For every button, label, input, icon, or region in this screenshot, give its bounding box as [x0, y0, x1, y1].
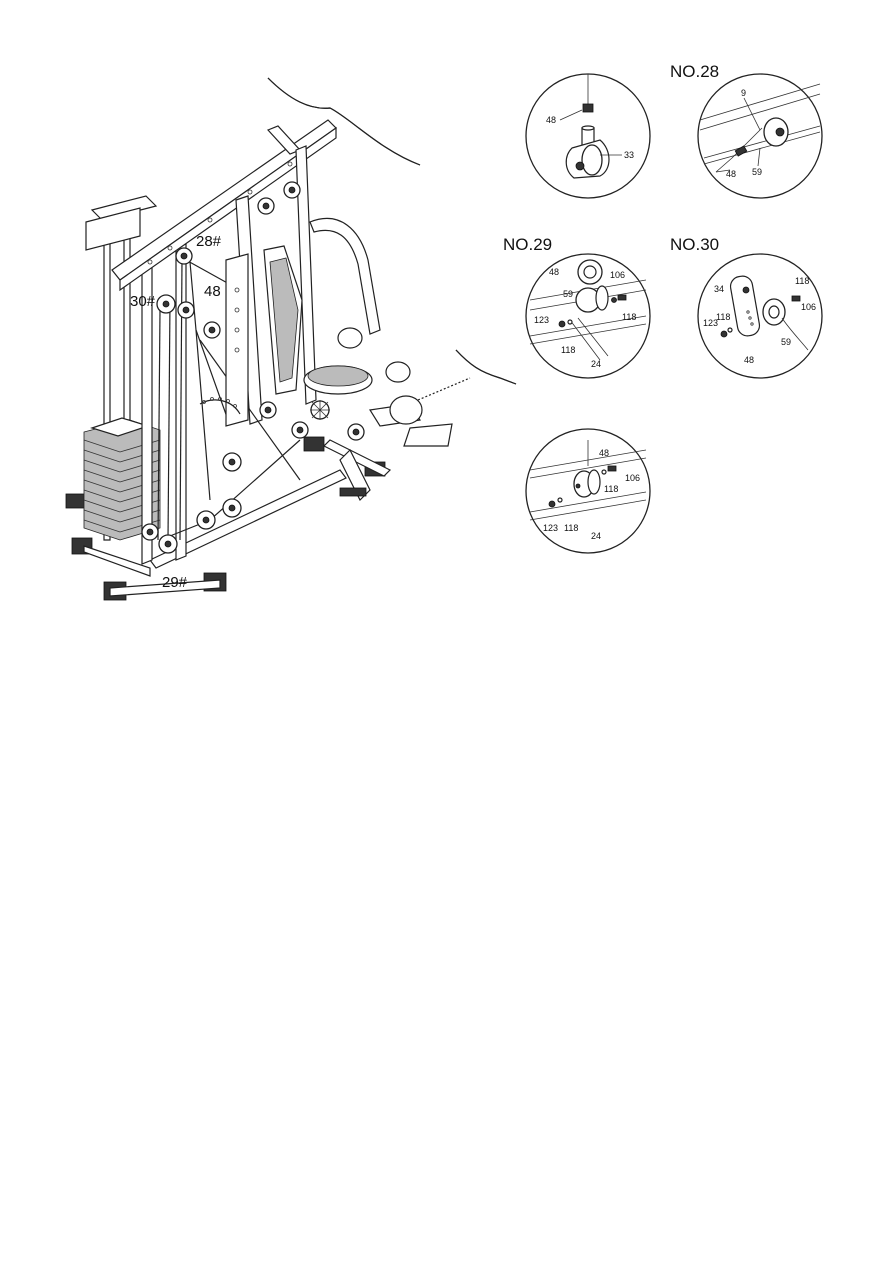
detail-b-label-106: 106 [625, 473, 640, 483]
detail-a-label-33: 33 [624, 150, 634, 160]
no28-label-48: 48 [726, 169, 736, 179]
detail-a-label-48: 48 [546, 115, 556, 125]
label-pulley-29: 29# [162, 574, 188, 591]
no30-label-106: 106 [801, 302, 816, 312]
detail-no30: NO.30 34 118 106 123 118 48 59 [670, 235, 823, 379]
detail-b-label-24: 24 [591, 531, 601, 541]
detail-circle-b: 48 106 118 123 118 24 [525, 428, 651, 554]
detail-b-label-123: 123 [543, 523, 558, 533]
detail-circle-a: 48 33 [525, 73, 651, 199]
no29-label-24: 24 [591, 359, 601, 369]
detail-b-label-48: 48 [599, 448, 609, 458]
detail-no28: NO.28 9 48 59 [670, 62, 823, 199]
no28-label-9: 9 [741, 88, 746, 98]
label-part-48: 48 [204, 283, 221, 300]
label-pulley-30: 30# [130, 293, 156, 310]
detail-b-label-118-left: 118 [564, 523, 578, 533]
no29-label-123: 123 [534, 315, 549, 325]
no29-label-59: 59 [563, 289, 573, 299]
no29-heading: NO.29 [503, 235, 552, 254]
home-gym-figure: 28# 30# 48 29# [65, 77, 517, 601]
pulleys [141, 181, 365, 554]
detail-b-label-118-right: 118 [604, 484, 618, 494]
detail-no29: NO.29 48 106 59 123 118 118 24 [503, 235, 651, 379]
no30-label-118-top: 118 [795, 276, 809, 286]
label-pulley-28: 28# [196, 233, 222, 250]
no29-label-118-right: 118 [622, 312, 636, 322]
no29-label-48: 48 [549, 267, 559, 277]
no30-label-59: 59 [781, 337, 791, 347]
no29-label-106: 106 [610, 270, 625, 280]
no30-label-118-left: 118 [716, 312, 730, 322]
no29-label-118-left: 118 [561, 345, 575, 355]
no30-label-48: 48 [744, 355, 754, 365]
no30-label-34: 34 [714, 284, 724, 294]
no30-label-123: 123 [703, 318, 718, 328]
no28-heading: NO.28 [670, 62, 719, 81]
no30-heading: NO.30 [670, 235, 719, 254]
no28-label-59: 59 [752, 167, 762, 177]
